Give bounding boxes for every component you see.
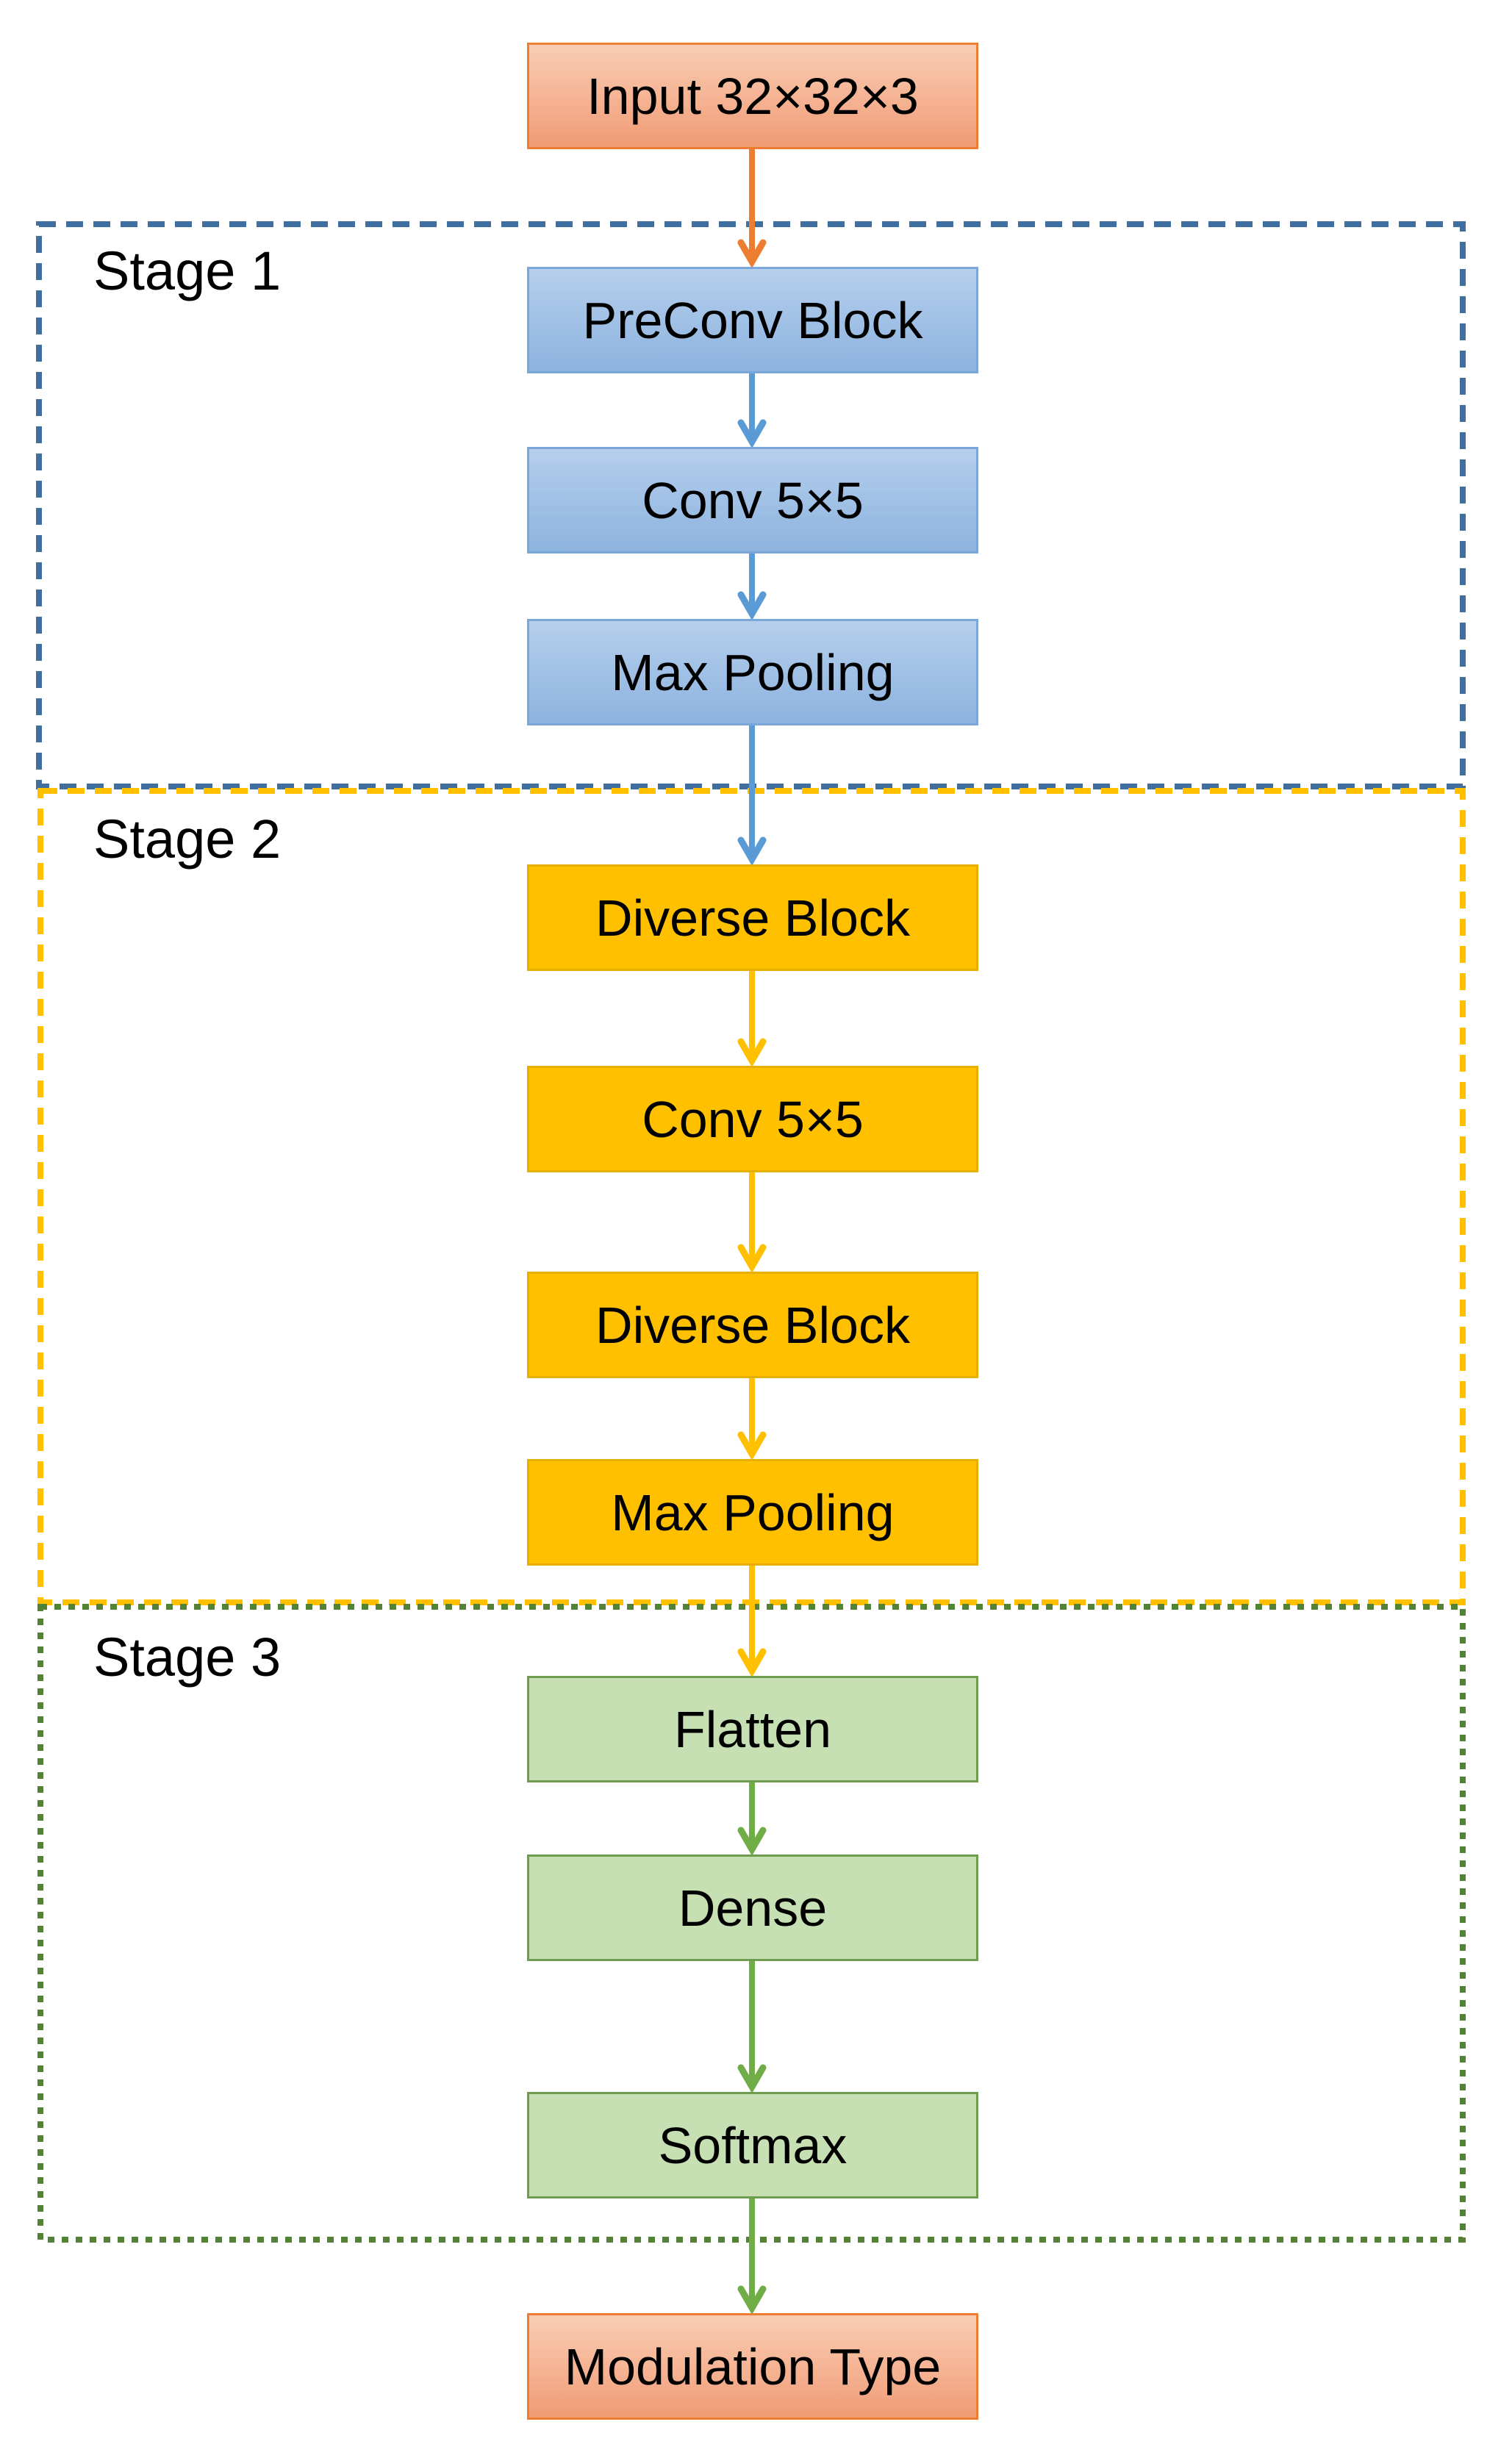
block-dense: Dense: [527, 1854, 978, 1961]
block-preconv: PreConv Block: [527, 267, 978, 373]
block-softmax: Softmax: [527, 2092, 978, 2198]
input-box: Input 32×32×3: [527, 43, 978, 149]
block-maxpooling-stage1: Max Pooling: [527, 619, 978, 725]
stage2-label: Stage 2: [93, 809, 282, 870]
stage1-label: Stage 1: [93, 240, 282, 301]
output-box: Modulation Type: [527, 2313, 978, 2420]
block-conv5x5-stage1: Conv 5×5: [527, 447, 978, 553]
block-conv5x5-stage2: Conv 5×5: [527, 1066, 978, 1172]
stage3-label: Stage 3: [93, 1627, 282, 1688]
block-diverse2: Diverse Block: [527, 1272, 978, 1378]
block-maxpooling-stage2: Max Pooling: [527, 1459, 978, 1566]
block-flatten: Flatten: [527, 1676, 978, 1782]
block-diverse1: Diverse Block: [527, 864, 978, 971]
